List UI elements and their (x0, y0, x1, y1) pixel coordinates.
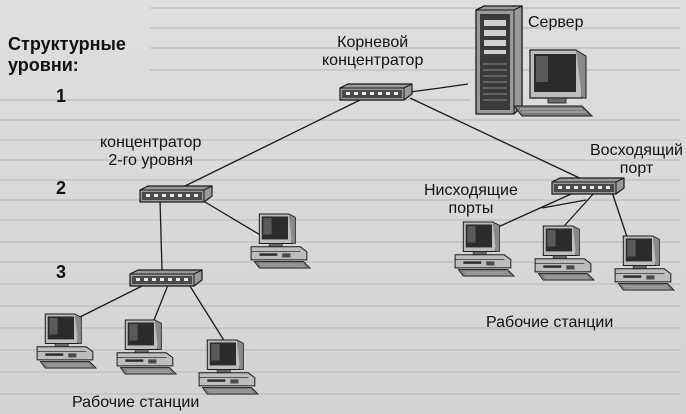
levels-title-line1: Структурные (8, 34, 126, 54)
upstream-port-label-line2: порт (619, 160, 654, 178)
levels-title-line2: уровни: (8, 54, 79, 75)
workstation-icon (534, 225, 595, 281)
upstream-port-label-line1: Восходящий (590, 142, 683, 159)
workstations-right-label: Рабочие станции (486, 314, 614, 331)
level-1-label: 1 (56, 86, 67, 106)
downstream-ports-label-line1: Нисходящие (424, 182, 518, 199)
workstation-icon (250, 213, 311, 269)
upstream-port-label: Восходящий порт (590, 142, 683, 179)
hub2-label: концентратор 2-го уровня (100, 134, 201, 171)
server-label: Сервер (528, 14, 584, 31)
hub-level-3 (129, 269, 203, 287)
level-2-label: 2 (56, 178, 67, 198)
workstation-icon (614, 235, 675, 291)
levels-title: Структурные уровни: (8, 34, 126, 75)
root-hub-label: Корневой концентратор (322, 34, 423, 71)
root-hub-label-line1: Корневой (337, 34, 409, 51)
downstream-ports-label: Нисходящие порты (424, 182, 518, 219)
workstation-icon (198, 339, 259, 395)
workstations-left-label: Рабочие станции (72, 394, 200, 411)
workstation-icon (36, 313, 97, 369)
server-icon (475, 5, 523, 115)
workstation-icon (454, 221, 515, 277)
root-hub (339, 83, 413, 101)
workstation-icon (116, 319, 177, 375)
hub2-label-line2: 2-го уровня (108, 152, 194, 170)
hub2-label-line1: концентратор (100, 134, 202, 151)
downstream-ports-label-line2: порты (448, 200, 494, 218)
server-console (512, 49, 594, 117)
cables (69, 83, 629, 351)
hub-right (551, 177, 625, 195)
root-hub-label-line2: концентратор (322, 52, 424, 70)
level-3-label: 3 (56, 262, 67, 282)
hub-level-2 (139, 185, 213, 203)
